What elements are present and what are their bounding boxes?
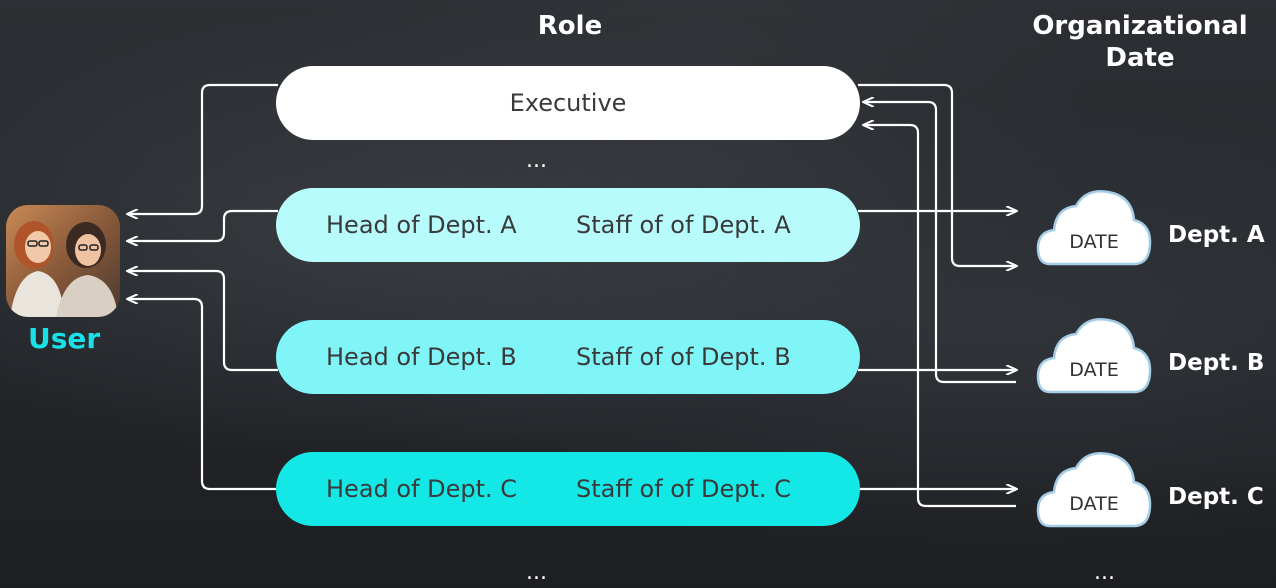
link-executive-dept-c bbox=[864, 125, 1016, 508]
cloud-icon: DATE bbox=[1036, 318, 1152, 394]
link-dept-a-user bbox=[128, 209, 278, 241]
link-executive-dept-b bbox=[864, 102, 1016, 384]
link-dept-b-user bbox=[128, 271, 278, 372]
cloud-icon: DATE bbox=[1036, 190, 1152, 266]
heading-org-line2: Date bbox=[1105, 43, 1175, 73]
role-dept-a[interactable]: Head of Dept. A Staff of of Dept. A bbox=[276, 188, 860, 262]
dept-a-label: Dept. A bbox=[1168, 222, 1265, 248]
ellipsis-roles-bottom: ... bbox=[526, 560, 547, 585]
role-staff-dept-b: Staff of of Dept. B bbox=[576, 343, 791, 371]
role-executive[interactable]: Executive bbox=[276, 66, 860, 140]
cloud-icon: DATE bbox=[1036, 452, 1152, 528]
role-executive-label: Executive bbox=[509, 89, 627, 117]
link-executive-dept-a bbox=[858, 83, 1016, 266]
role-dept-b[interactable]: Head of Dept. B Staff of of Dept. B bbox=[276, 320, 860, 394]
dept-c-label: Dept. C bbox=[1168, 484, 1264, 510]
link-executive-user bbox=[128, 83, 278, 214]
ellipsis-depts-bottom: ... bbox=[1094, 560, 1115, 585]
heading-role: Role bbox=[537, 11, 603, 41]
role-head-dept-a: Head of Dept. A bbox=[326, 211, 517, 239]
link-dept-c-user bbox=[128, 299, 278, 491]
ellipsis-roles-top: ... bbox=[526, 148, 547, 173]
cloud-text-dept-c: DATE bbox=[1069, 493, 1118, 515]
heading-organizational-date: Organizational Date bbox=[1020, 10, 1260, 74]
user-photo-icon bbox=[6, 205, 120, 317]
role-staff-dept-c: Staff of of Dept. C bbox=[576, 475, 791, 503]
role-head-dept-c: Head of Dept. C bbox=[326, 475, 518, 503]
role-head-dept-b: Head of Dept. B bbox=[326, 343, 517, 371]
dept-b-label: Dept. B bbox=[1168, 350, 1265, 376]
cloud-text-dept-b: DATE bbox=[1069, 359, 1118, 381]
role-dept-c[interactable]: Head of Dept. C Staff of of Dept. C bbox=[276, 452, 860, 526]
heading-org-line1: Organizational bbox=[1032, 11, 1248, 41]
role-staff-dept-a: Staff of of Dept. A bbox=[576, 211, 791, 239]
cloud-text-dept-a: DATE bbox=[1069, 231, 1118, 253]
user-label: User bbox=[28, 322, 101, 355]
